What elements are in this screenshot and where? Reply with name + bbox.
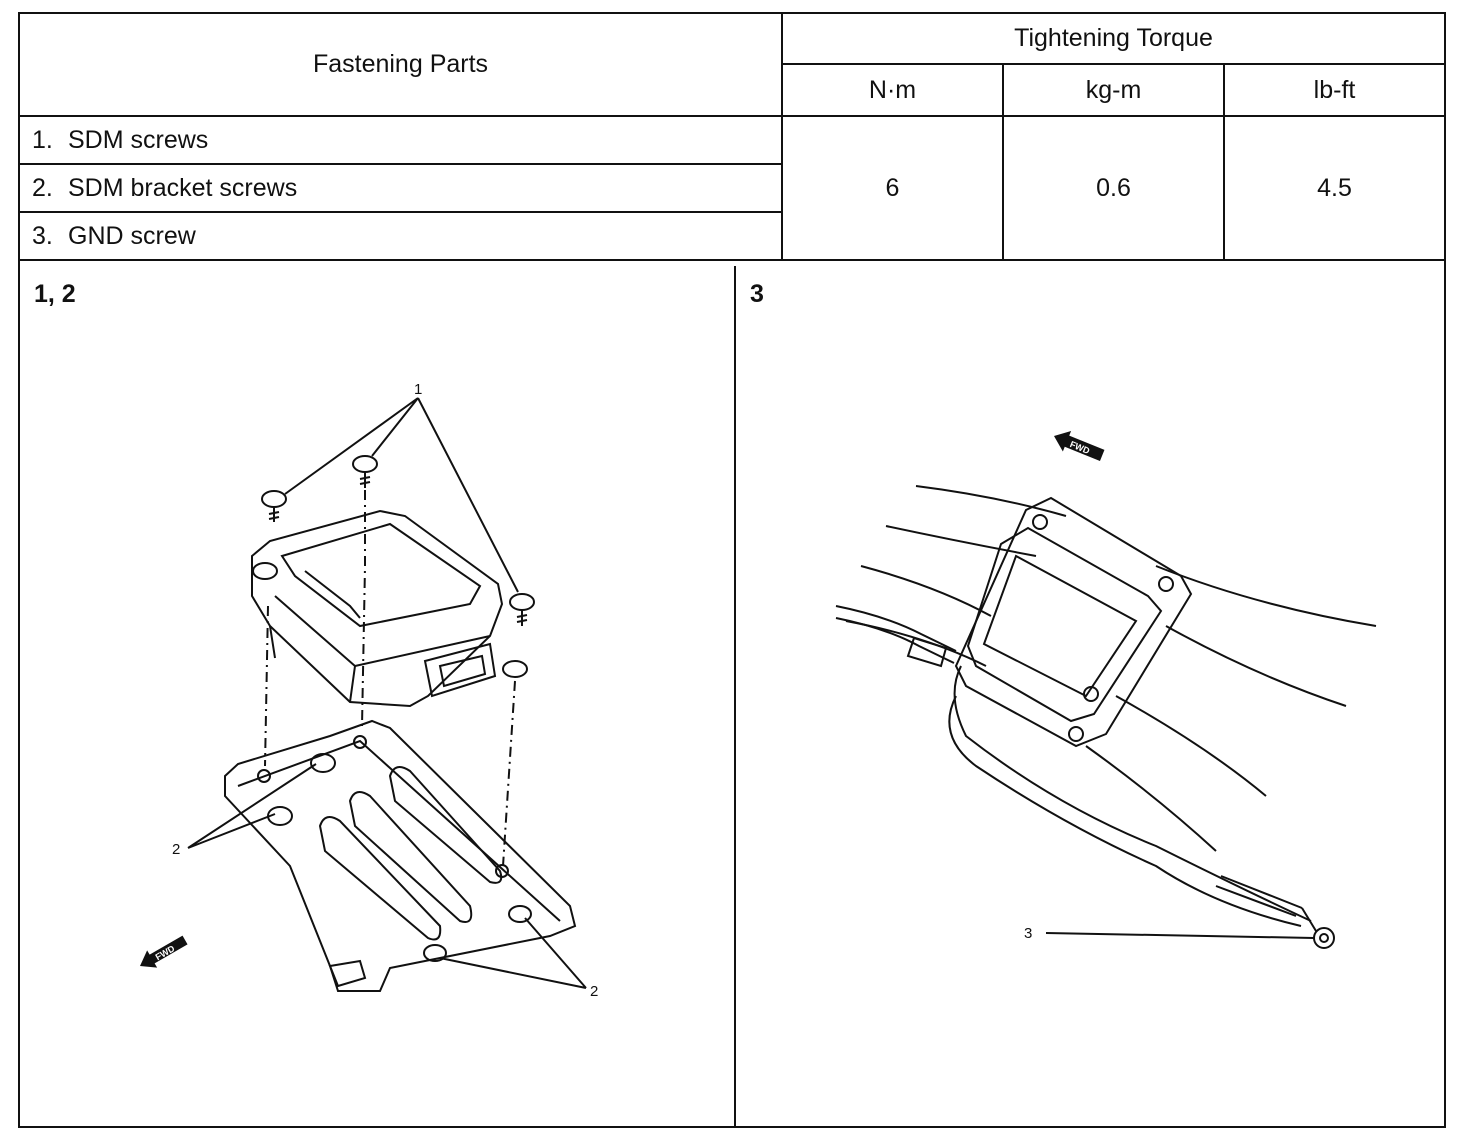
fastening-parts-header: Fastening Parts: [20, 14, 783, 117]
unit-lbft: lb-ft: [1222, 63, 1445, 117]
part-row-sdm-bracket-screws: 2. SDM bracket screws: [20, 163, 782, 213]
callout-3: 3: [1024, 925, 1032, 942]
fwd-arrow-icon: FWD: [1054, 431, 1105, 462]
screw-icon: [509, 593, 535, 626]
sdm-module-outline: [954, 496, 1193, 748]
part-number: 2.: [32, 173, 53, 202]
part-number: 3.: [32, 221, 53, 250]
figure-gnd-screw: 3: [736, 266, 1444, 1128]
torque-value-kgm: 0.6: [1002, 115, 1225, 261]
figure-label: 1, 2: [34, 280, 76, 308]
part-name: SDM screws: [68, 125, 209, 154]
part-name: GND screw: [68, 221, 196, 250]
screw-icon: [352, 455, 378, 488]
fwd-label: FWD: [1068, 439, 1091, 456]
torque-value-lbft: 4.5: [1222, 115, 1445, 261]
part-row-gnd-screw: 3. GND screw: [20, 211, 782, 261]
gnd-terminal: [1313, 927, 1335, 949]
figure-sdm-bracket: 1, 2: [20, 266, 736, 1128]
callout-2a: 2: [172, 841, 180, 858]
part-row-sdm-screws: 1. SDM screws: [20, 115, 783, 165]
part-name: SDM bracket screws: [68, 173, 298, 202]
unit-nm: N·m: [782, 63, 1004, 117]
torque-table: Fastening Parts Tightening Torque N·m kg…: [20, 14, 1445, 261]
screw-icon: [261, 490, 287, 522]
sdm-connector: [423, 642, 497, 698]
part-number: 1.: [32, 125, 53, 154]
callout-2b: 2: [590, 983, 598, 1000]
fwd-arrow-icon: FWD: [140, 935, 188, 968]
figure-label: 3: [750, 280, 764, 308]
unit-kgm: kg-m: [1002, 63, 1225, 117]
torque-spec-sheet: Fastening Parts Tightening Torque N·m kg…: [18, 12, 1446, 1128]
torque-value-nm: 6: [781, 115, 1004, 261]
tightening-torque-header: Tightening Torque: [780, 14, 1445, 65]
gnd-drawing: FWD 3: [835, 431, 1377, 949]
harness-connector: [906, 636, 948, 668]
callout-1: 1: [414, 381, 422, 398]
sdm-bracket-outline: [224, 719, 577, 992]
sdm-exploded-drawing: FWD 1 2 2: [140, 381, 598, 1000]
